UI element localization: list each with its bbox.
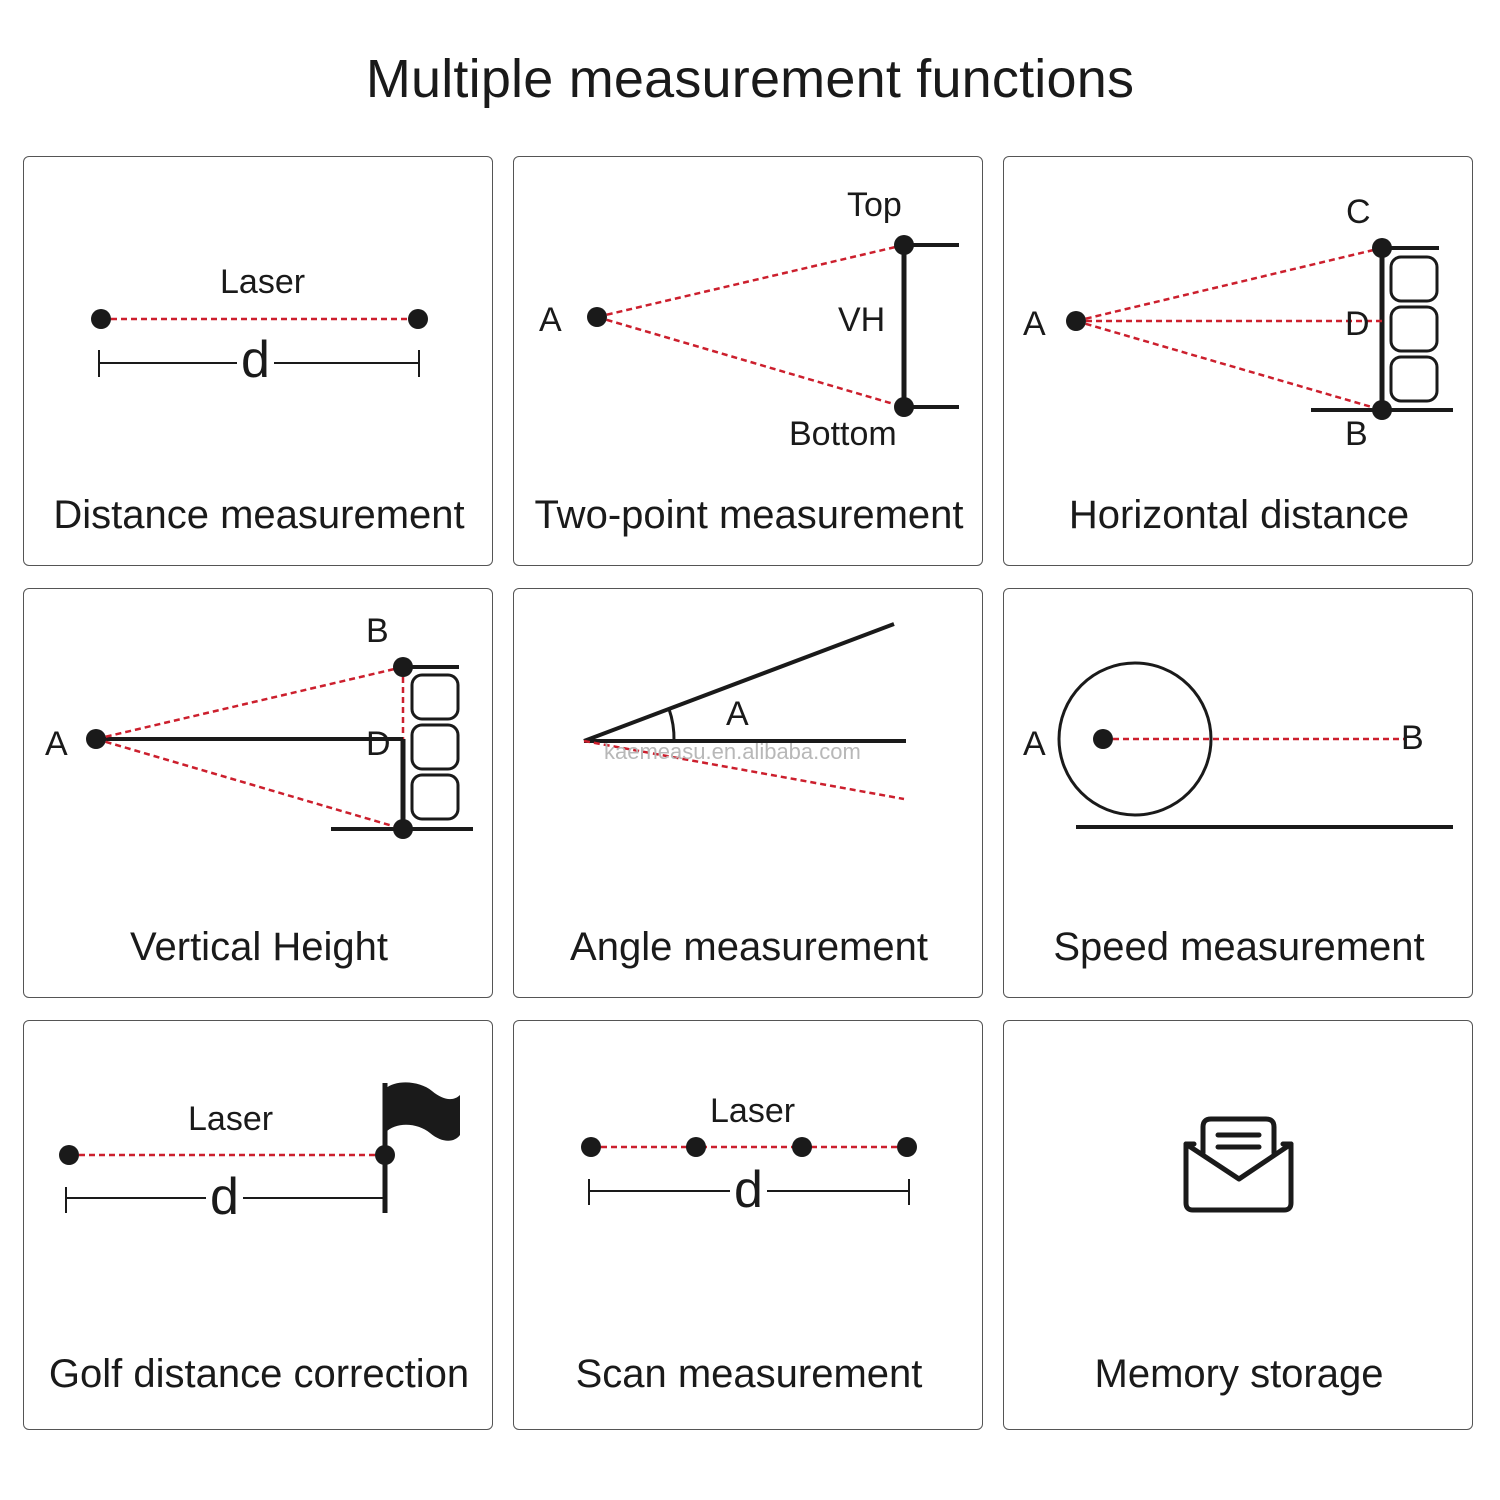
angle-arc xyxy=(667,708,676,742)
card-caption: Memory storage xyxy=(1094,1352,1384,1396)
flag-point xyxy=(375,1145,395,1165)
angle-a-label: A xyxy=(726,695,749,733)
angle-arm-upper xyxy=(583,622,895,743)
building-window xyxy=(1389,255,1439,303)
golf-diagram xyxy=(59,1082,460,1213)
golf-flag-icon xyxy=(385,1082,460,1141)
vh-label: VH xyxy=(838,301,886,339)
laser-label: Laser xyxy=(220,263,306,301)
building-window xyxy=(410,673,460,721)
laser-beam-b xyxy=(95,665,404,741)
point-a xyxy=(1093,729,1113,749)
card-caption: Angle measurement xyxy=(570,925,928,969)
start-point xyxy=(91,309,111,329)
bottom-label: Bottom xyxy=(789,415,897,453)
point-top xyxy=(894,235,914,255)
vertical-height-diagram xyxy=(86,657,473,839)
card-angle-measurement: A kaemeasu.en.alibaba.com Angle measurem… xyxy=(513,588,983,998)
b-label: B xyxy=(1401,719,1424,757)
point-a xyxy=(86,729,106,749)
point-ground xyxy=(393,819,413,839)
c-label: C xyxy=(1346,193,1371,231)
building-window xyxy=(410,723,460,771)
angle-diagram xyxy=(583,622,906,801)
distance-d-label: d xyxy=(206,1171,243,1223)
card-golf-distance-correction: Laser d Golf distance correction xyxy=(23,1020,493,1430)
two-point-diagram xyxy=(587,235,959,417)
a-label: A xyxy=(45,725,68,763)
point-b xyxy=(1372,400,1392,420)
scan-point-1 xyxy=(581,1137,601,1157)
laser-label: Laser xyxy=(188,1100,274,1138)
card-two-point-measurement: Top A VH Bottom Two-point measurement xyxy=(513,156,983,566)
watermark-text: kaemeasu.en.alibaba.com xyxy=(604,739,861,764)
card-caption: Speed measurement xyxy=(1053,925,1425,969)
distance-d-label: d xyxy=(730,1164,767,1216)
laser-beam-c xyxy=(1075,246,1383,323)
scan-point-3 xyxy=(792,1137,812,1157)
distance-d-label: d xyxy=(237,334,274,386)
card-vertical-height: B A D Vertical Height xyxy=(23,588,493,998)
b-label: B xyxy=(366,612,389,650)
laser-label: Laser xyxy=(710,1092,796,1130)
d-label: D xyxy=(366,725,391,763)
laser-beam-ground xyxy=(95,737,404,831)
card-caption: Horizontal distance xyxy=(1068,493,1410,537)
laser-beam-b xyxy=(1075,319,1383,412)
laser-beam xyxy=(583,739,905,801)
card-caption: Distance measurement xyxy=(53,493,465,537)
mail-envelope-icon xyxy=(1183,1116,1294,1213)
d-label: D xyxy=(1345,305,1370,343)
a-label: A xyxy=(539,301,562,339)
a-label: A xyxy=(1023,725,1046,763)
building-window xyxy=(1389,355,1439,403)
card-caption: Golf distance correction xyxy=(48,1352,470,1396)
laser-beam-bottom xyxy=(596,315,905,409)
memory-diagram xyxy=(1183,1116,1294,1213)
wheel-circle xyxy=(1057,661,1213,817)
card-scan-measurement: Laser d Scan measurement xyxy=(513,1020,983,1430)
card-caption: Two-point measurement xyxy=(534,493,964,537)
card-memory-storage: Memory storage xyxy=(1003,1020,1473,1430)
card-speed-measurement: A B Speed measurement xyxy=(1003,588,1473,998)
page-title: Multiple measurement functions xyxy=(365,49,1135,109)
scan-point-4 xyxy=(897,1137,917,1157)
a-label: A xyxy=(1023,305,1046,343)
point-b xyxy=(393,657,413,677)
building-window xyxy=(1389,305,1439,353)
card-horizontal-distance: C A D B Horizontal distance xyxy=(1003,156,1473,566)
point-bottom xyxy=(894,397,914,417)
card-distance-measurement: Laser d Distance measurement xyxy=(23,156,493,566)
top-label: Top xyxy=(847,186,902,224)
card-caption: Scan measurement xyxy=(575,1352,923,1396)
card-caption: Vertical Height xyxy=(130,925,388,969)
point-c xyxy=(1372,238,1392,258)
scan-point-2 xyxy=(686,1137,706,1157)
speed-diagram xyxy=(1057,661,1453,829)
start-point xyxy=(59,1145,79,1165)
b-label: B xyxy=(1345,415,1368,453)
horizontal-distance-diagram xyxy=(1066,238,1453,420)
end-point xyxy=(408,309,428,329)
building-window xyxy=(410,773,460,821)
point-a xyxy=(587,307,607,327)
point-a xyxy=(1066,311,1086,331)
laser-beam-top xyxy=(596,243,905,319)
